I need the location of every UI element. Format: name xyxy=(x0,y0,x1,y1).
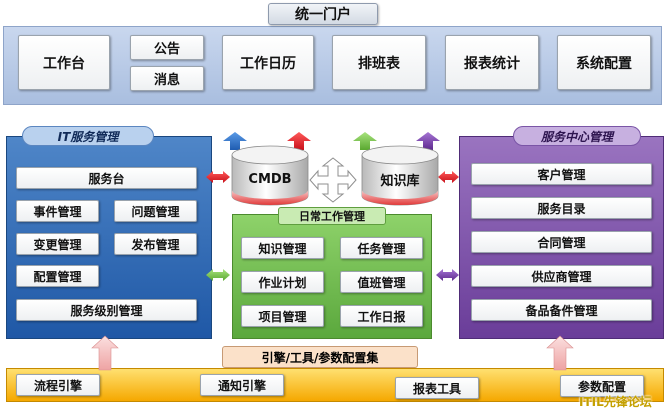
four-way-arrow-icon xyxy=(309,157,357,203)
up-arrow-red xyxy=(287,132,311,150)
cmdb-label: CMDB xyxy=(248,171,292,187)
portal-work-calendar-box: 工作日历 xyxy=(222,35,314,90)
engine-panel xyxy=(6,368,664,402)
engine-title: 引擎/工具/参数配置集 xyxy=(222,346,418,368)
project-mgmt-box: 项目管理 xyxy=(241,305,324,327)
change-mgmt-box: 变更管理 xyxy=(16,233,99,255)
service-desk-box: 服务台 xyxy=(16,167,197,189)
portal-announcement-box: 公告 xyxy=(130,35,204,60)
portal-message-box: 消息 xyxy=(130,66,204,91)
customer-mgmt-box: 客户管理 xyxy=(471,163,652,185)
task-mgmt-box: 任务管理 xyxy=(340,237,423,259)
duty-mgmt-box: 值班管理 xyxy=(340,271,423,293)
up-arrow-pink-right xyxy=(546,335,574,371)
double-arrow-left-green xyxy=(206,269,230,281)
problem-mgmt-box: 问题管理 xyxy=(114,200,197,222)
portal-schedule-box: 排班表 xyxy=(332,35,426,90)
portal-title: 统一门户 xyxy=(268,3,378,25)
knowledge-base-database-icon xyxy=(361,145,439,206)
service-center-title: 服务中心管理 xyxy=(513,126,641,146)
knowledge-mgmt-box: 知识管理 xyxy=(241,237,324,259)
up-arrow-pink-left xyxy=(91,335,119,371)
up-arrow-blue xyxy=(223,132,247,150)
contract-mgmt-box: 合同管理 xyxy=(471,231,652,253)
supplier-mgmt-box: 供应商管理 xyxy=(471,265,652,287)
incident-mgmt-box: 事件管理 xyxy=(16,200,99,222)
notification-engine-box: 通知引擎 xyxy=(200,374,284,396)
knowledge-base-label: 知识库 xyxy=(380,173,420,189)
it-service-title: IT服务管理 xyxy=(22,126,154,146)
portal-report-stats-box: 报表统计 xyxy=(445,35,539,90)
service-catalog-box: 服务目录 xyxy=(471,197,652,219)
double-arrow-left-red xyxy=(206,171,230,183)
report-tool-box: 报表工具 xyxy=(395,377,479,399)
workflow-engine-box: 流程引擎 xyxy=(16,374,100,396)
up-arrow-purple xyxy=(416,132,440,150)
cmdb-database-icon xyxy=(231,145,309,206)
portal-system-config-box: 系统配置 xyxy=(557,35,651,90)
double-arrow-right-purple xyxy=(436,269,459,281)
spare-parts-mgmt-box: 备品备件管理 xyxy=(471,299,652,321)
service-level-mgmt-box: 服务级别管理 xyxy=(16,299,197,321)
up-arrow-green xyxy=(353,132,377,150)
daily-report-box: 工作日报 xyxy=(340,305,423,327)
parameter-config-box: 参数配置 xyxy=(560,375,644,397)
work-plan-box: 作业计划 xyxy=(241,271,324,293)
release-mgmt-box: 发布管理 xyxy=(114,233,197,255)
config-mgmt-box: 配置管理 xyxy=(16,265,99,287)
double-arrow-right-red xyxy=(438,171,459,183)
daily-work-title: 日常工作管理 xyxy=(278,207,386,225)
watermark-text: ITIL先锋论坛 xyxy=(579,395,652,409)
portal-workbench-box: 工作台 xyxy=(18,35,110,90)
